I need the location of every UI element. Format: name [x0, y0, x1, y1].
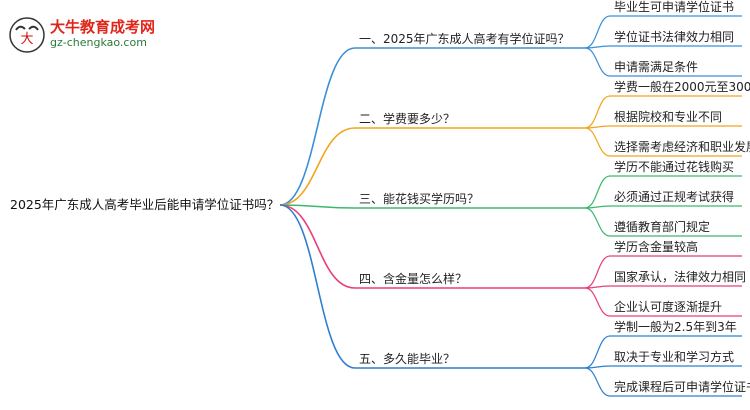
- leaf-connector: [584, 15, 611, 49]
- branch-connector: [279, 204, 356, 369]
- leaf-topic: 选择需考虑经济和职业发展: [614, 139, 750, 154]
- leaf-topic: 学历不能通过花钱购买: [614, 159, 734, 174]
- branch-topic: 五、多久能毕业？: [359, 352, 455, 366]
- leaf-topic: 毕业生可申请学位证书: [614, 0, 734, 14]
- branch-topic: 二、学费要多少？: [359, 111, 455, 126]
- logo-url: gz-chengkao.com: [50, 36, 147, 49]
- leaf-topic: 学制一般为2.5年到3年: [614, 319, 737, 334]
- branch-connector: [279, 204, 356, 209]
- branch-connector: [279, 47, 356, 206]
- logo-title: 大牛教育成考网: [50, 18, 156, 36]
- leaf-connector: [584, 47, 611, 77]
- branch-connector: [279, 127, 356, 206]
- leaf-topic: 学费一般在2000元至3000元: [614, 79, 750, 94]
- leaf-topic: 学位证书法律效力相同: [614, 29, 734, 44]
- bull-logo-icon: 大: [9, 17, 45, 53]
- leaf-topic: 完成课程后可申请学位证书: [614, 379, 750, 394]
- leaf-connector: [584, 335, 611, 369]
- leaf-topic: 企业认可度逐渐提升: [614, 299, 722, 314]
- leaf-topic: 申请需满足条件: [614, 60, 698, 74]
- branch-topic: 三、能花钱买学历吗？: [359, 191, 479, 206]
- connector-lines: [279, 15, 742, 397]
- leaf-connector: [584, 287, 611, 317]
- leaf-connector: [584, 367, 611, 397]
- leaf-topic: 取决于专业和学习方式: [614, 349, 734, 364]
- leaf-topic: 根据院校和专业不同: [614, 109, 722, 124]
- leaf-connector: [584, 127, 611, 157]
- site-logo: 大 大牛教育成考网 gz-chengkao.com: [8, 14, 168, 54]
- mind-map-nodes: 一、2025年广东成人高考有学位证吗？ 毕业生可申请学位证书学位证书法律效力相同申…: [359, 0, 750, 394]
- branch-topic: 四、含金量怎么样？: [359, 271, 467, 286]
- leaf-connector: [584, 95, 611, 129]
- svg-text:大: 大: [20, 32, 33, 47]
- leaf-connector: [584, 255, 611, 289]
- leaf-topic: 国家承认，法律效力相同: [614, 269, 746, 284]
- root-topic: 2025年广东成人高考毕业后能申请学位证书吗？: [10, 197, 279, 212]
- leaf-connector: [584, 175, 611, 209]
- leaf-topic: 遵循教育部门规定: [614, 219, 710, 234]
- branch-connector: [279, 204, 356, 289]
- leaf-topic: 必须通过正规考试获得: [614, 189, 734, 204]
- leaf-topic: 学历含金量较高: [614, 239, 698, 254]
- branch-topic: 一、2025年广东成人高考有学位证吗？: [359, 31, 570, 46]
- leaf-connector: [584, 207, 611, 237]
